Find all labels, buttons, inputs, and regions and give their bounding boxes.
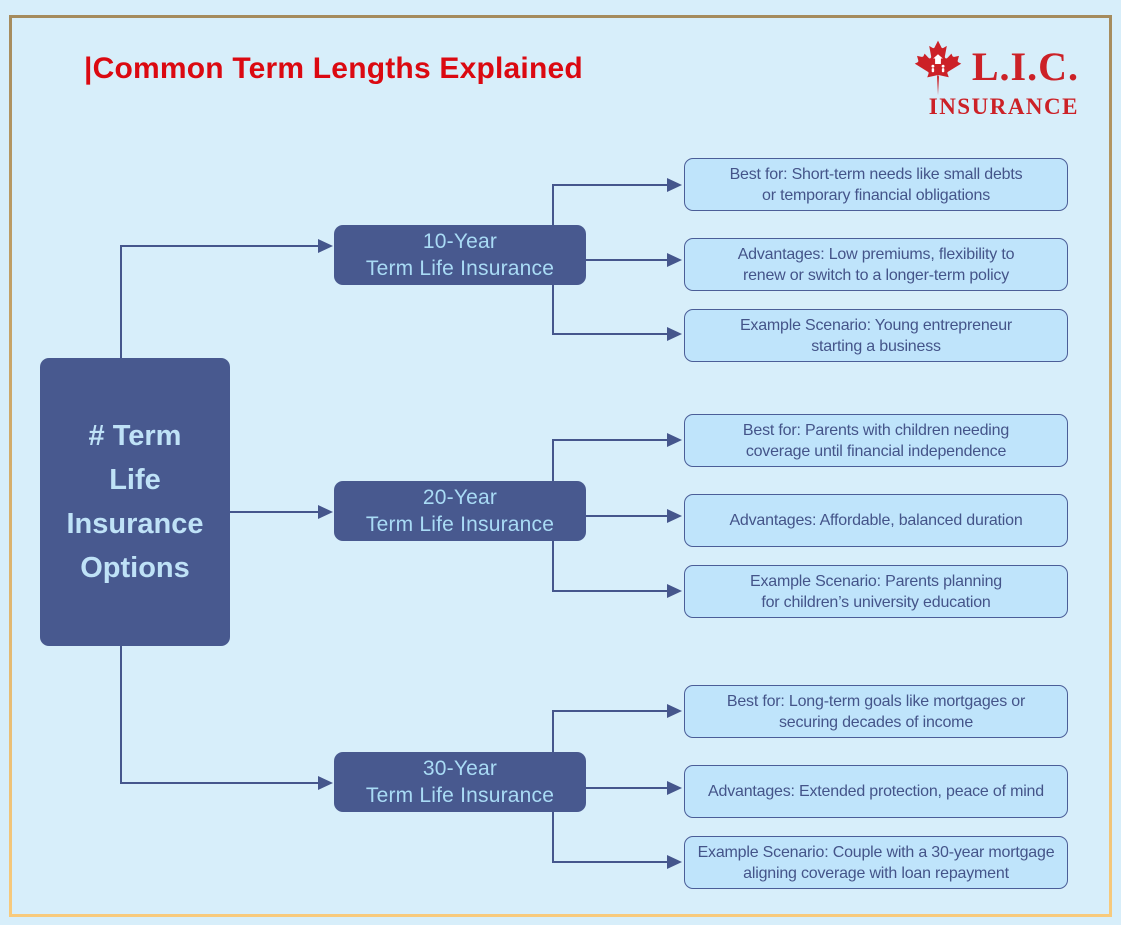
root-node-line: Options	[80, 552, 190, 584]
detail-text-line: Best for: Parents with children needing	[742, 421, 1010, 439]
detail-30-best-for: Best for: Long-term goals like mortgages…	[684, 685, 1068, 738]
detail-20-example: Example Scenario: Parents planning for c…	[684, 565, 1068, 618]
bottom-margin	[0, 925, 1121, 932]
detail-text-line: aligning coverage with loan repayment	[743, 864, 1009, 882]
connector-30-year-example	[552, 812, 682, 869]
root-node-line: Life	[109, 464, 161, 496]
detail-text-line: securing decades of income	[778, 713, 974, 731]
detail-text-line: Example Scenario: Parents planning	[749, 572, 1003, 590]
brand-name: L.I.C.	[971, 44, 1079, 89]
detail-20-advantages: Advantages: Affordable, balanced duratio…	[684, 494, 1068, 547]
detail-10-advantages: Advantages: Low premiums, flexibility to…	[684, 238, 1068, 291]
detail-10-best-for: Best for: Short-term needs like small de…	[684, 158, 1068, 211]
detail-text-line: renew or switch to a longer-term policy	[742, 266, 1010, 284]
connector-30-year-best-for	[552, 704, 682, 752]
detail-text-line: Best for: Long-term goals like mortgages…	[726, 692, 1026, 710]
brand-logo-row: L.I.C.	[907, 38, 1079, 96]
detail-30-example: Example Scenario: Couple with a 30-year …	[684, 836, 1068, 889]
detail-text-line: starting a business	[811, 337, 941, 355]
detail-text-line: Example Scenario: Couple with a 30-year …	[697, 843, 1055, 861]
detail-text-line: Advantages: Extended protection, peace o…	[708, 783, 1044, 800]
brand-subtitle: INSURANCE	[928, 94, 1079, 119]
detail-20-best-for: Best for: Parents with children needing …	[684, 414, 1068, 467]
detail-30-advantages: Advantages: Extended protection, peace o…	[684, 765, 1068, 818]
detail-text-line: coverage until financial independence	[745, 442, 1007, 460]
root-node-line: Insurance	[66, 508, 204, 540]
connector-20-year-best-for	[552, 433, 682, 481]
detail-10-example: Example Scenario: Young entrepreneur sta…	[684, 309, 1068, 362]
node-20-year-title: 20-Year	[422, 486, 498, 509]
detail-text-line: Best for: Short-term needs like small de…	[729, 165, 1023, 183]
detail-text-line: Advantages: Affordable, balanced duratio…	[729, 512, 1023, 529]
connector-20-year-example	[552, 541, 682, 598]
connector-root-to-10-year	[120, 239, 333, 358]
connector-10-year-example	[552, 285, 682, 341]
connector-root-to-30-year	[120, 646, 333, 790]
maple-leaf-icon	[914, 40, 962, 96]
detail-text-line: Example Scenario: Young entrepreneur	[739, 316, 1013, 334]
node-10-year: 10-Year Term Life Insurance	[334, 225, 586, 285]
node-10-year-subtitle: Term Life Insurance	[365, 257, 555, 280]
detail-text-line: Advantages: Low premiums, flexibility to	[737, 245, 1015, 263]
detail-text-line: for children’s university education	[761, 593, 991, 611]
node-20-year-subtitle: Term Life Insurance	[365, 513, 555, 536]
root-node: # Term Life Insurance Options	[40, 358, 230, 646]
connector-10-year-best-for	[552, 178, 682, 225]
page-title: |Common Term Lengths Explained	[84, 52, 583, 85]
node-10-year-title: 10-Year	[422, 230, 498, 253]
root-node-line: # Term	[88, 420, 182, 452]
node-20-year: 20-Year Term Life Insurance	[334, 481, 586, 541]
brand-logo: L.I.C. INSURANCE	[907, 38, 1079, 120]
node-30-year: 30-Year Term Life Insurance	[334, 752, 586, 812]
node-30-year-title: 30-Year	[422, 757, 498, 780]
node-30-year-subtitle: Term Life Insurance	[365, 784, 555, 807]
detail-text-line: or temporary financial obligations	[762, 186, 990, 204]
